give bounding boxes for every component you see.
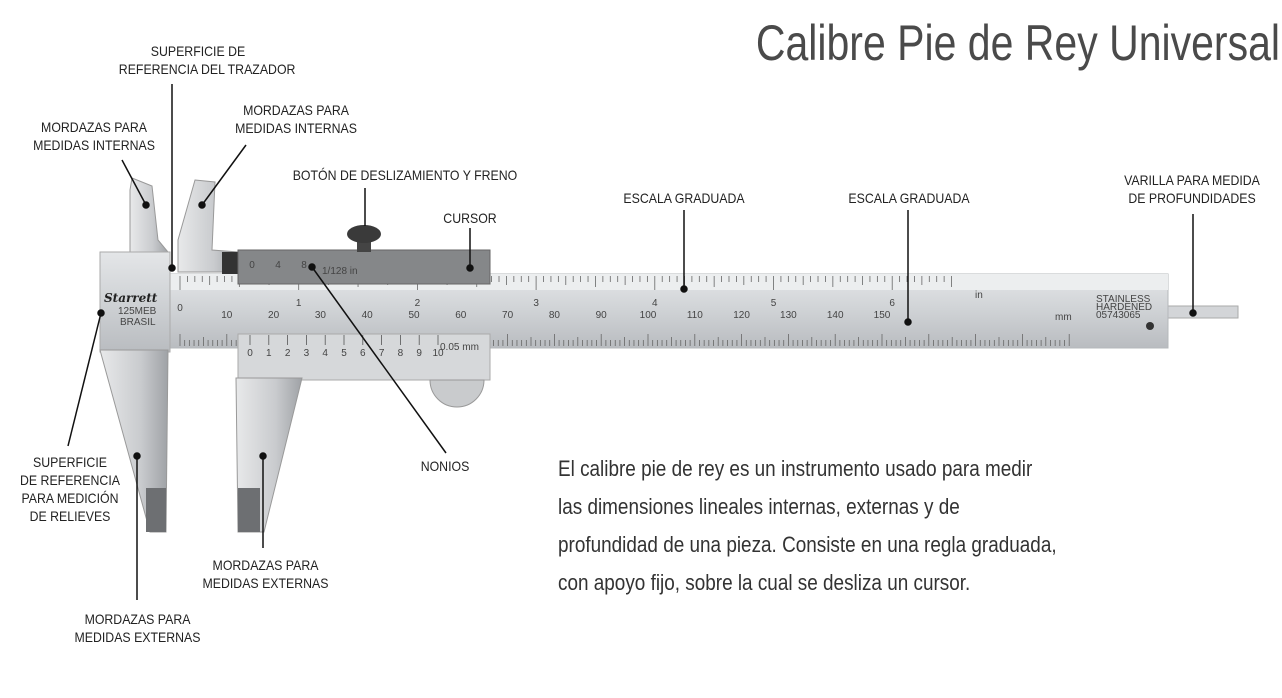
mm-scale-label: 0 (177, 303, 183, 314)
stamp-1: STAINLESS (1096, 294, 1151, 305)
mm-scale-label: 20 (268, 310, 280, 321)
inch-scale-label: 2 (415, 298, 421, 309)
label-line: MEDIDAS INTERNAS (235, 120, 357, 136)
mm-scale-label: 50 (408, 310, 420, 321)
mm-scale-label: 110 (687, 310, 703, 321)
label-reference-surface-scriber: SUPERFICIE DE REFERENCIA DEL TRAZADOR (118, 42, 296, 78)
vernier-mm-label: 5 (341, 348, 347, 359)
vernier-mm-label: 1 (266, 348, 272, 359)
inch-scale-label: 5 (771, 298, 777, 309)
label-internal-jaws-left: MORDAZAS PARA MEDIDAS INTERNAS (29, 118, 159, 154)
mm-scale-label: 80 (549, 310, 561, 321)
vernier-inch-note: 1/128 in (322, 266, 358, 277)
mm-scale-label: 120 (733, 310, 750, 321)
cursor[interactable] (237, 249, 491, 285)
vernier-mm-label: 8 (398, 348, 404, 359)
vernier-ticks (249, 335, 439, 345)
vernier-mm-label: 2 (285, 348, 291, 359)
mm-scale-label: 100 (640, 310, 657, 321)
label-line: MORDAZAS PARA (243, 102, 349, 118)
label-line: MORDAZAS PARA (212, 557, 319, 573)
label-line: MEDIDAS EXTERNAS (74, 629, 201, 645)
label-line: DE RELIEVES (29, 508, 111, 524)
label-line: PARA MEDICIÓN (21, 490, 119, 506)
label-line: DE PROFUNDIDADES (1128, 190, 1256, 206)
label-graduated-scale-1: ESCALA GRADUADA (623, 190, 745, 206)
inch-scale-label: 4 (652, 298, 658, 309)
mm-scale-label: 130 (780, 310, 797, 321)
inch-scale-label: 1 (296, 298, 302, 309)
model-text: 125MEB (118, 306, 157, 317)
label-depth-rod: VARILLA PARA MEDIDA DE PROFUNDIDADES (1113, 171, 1271, 207)
label-lock-button: BOTÓN DE DESLIZAMIENTO Y FRENO (292, 167, 518, 183)
vernier-mm-label: 4 (322, 348, 328, 359)
mm-scale-label: 90 (596, 310, 608, 321)
inch-unit: in (975, 290, 983, 301)
vernier-mm-label: 0 (247, 348, 253, 359)
label-line: SUPERFICIE DE (150, 43, 246, 59)
origin-text: BRASIL (120, 317, 156, 328)
mm-scale-label: 140 (827, 310, 844, 321)
vernier-inch-label: 8 (301, 260, 307, 271)
inch-scale-label: 3 (533, 298, 539, 309)
description-line: con apoyo fijo, sobre la cual se desliza… (558, 570, 971, 595)
page-title: Calibre Pie de Rey Universal (755, 15, 1280, 71)
stamp-3: 05743065 (1096, 310, 1141, 321)
screw-icon (1146, 322, 1154, 330)
depth-rod (1159, 305, 1239, 319)
fixed-head (99, 251, 171, 353)
label-graduated-scale-2: ESCALA GRADUADA (848, 190, 970, 206)
description-line: El calibre pie de rey es un instrumento … (558, 456, 1033, 481)
mm-scale-label: 70 (502, 310, 514, 321)
vernier-mm-label: 9 (416, 348, 422, 359)
stamp-2: HARDENED (1096, 302, 1152, 313)
mm-scale-label: 30 (315, 310, 327, 321)
brand-logo: Starrett (104, 291, 158, 305)
mm-scale-label: 40 (362, 310, 374, 321)
vernier-mm-label: 6 (360, 348, 366, 359)
vernier-inch-label: 0 (249, 260, 255, 271)
scale-ticks (179, 276, 1070, 346)
label-line: DE REFERENCIA (20, 472, 120, 488)
vernier-mm-label: 10 (432, 348, 444, 359)
mm-scale-label: 60 (455, 310, 467, 321)
mm-scale-label: 150 (874, 310, 891, 321)
mm-scale-label: 10 (221, 310, 233, 321)
label-internal-jaws-right: MORDAZAS PARA MEDIDAS INTERNAS (231, 101, 361, 137)
label-line: SUPERFICIE (33, 454, 107, 470)
label-line: REFERENCIA DEL TRAZADOR (118, 61, 296, 77)
description-line: las dimensiones lineales internas, exter… (558, 494, 960, 519)
inch-scale-label: 6 (889, 298, 895, 309)
label-external-jaws-center: MORDAZAS PARA MEDIDAS EXTERNAS (193, 556, 338, 592)
description-line: profundidad de una pieza. Consiste en un… (558, 532, 1057, 557)
label-reference-surface-steps: SUPERFICIE DE REFERENCIA PARA MEDICIÓN DE R… (13, 453, 127, 525)
description: El calibre pie de rey es un instrumento … (558, 450, 1212, 602)
mm-unit: mm (1055, 312, 1072, 323)
label-line: MORDAZAS PARA (41, 119, 147, 135)
leader-lines (67, 84, 1197, 600)
label-line: VARILLA PARA MEDIDA (1124, 172, 1260, 188)
label-line: MEDIDAS EXTERNAS (202, 575, 329, 591)
label-cursor: CURSOR (443, 210, 497, 226)
vernier-mm-label: 7 (379, 348, 385, 359)
label-line: MEDIDAS INTERNAS (33, 137, 155, 153)
vernier-mm-note: 0.05 mm (440, 342, 479, 353)
thumb-wheel[interactable] (429, 379, 485, 408)
lock-knob[interactable] (347, 225, 381, 243)
label-external-jaws-left: MORDAZAS PARA MEDIDAS EXTERNAS (65, 610, 210, 646)
label-line: MORDAZAS PARA (84, 611, 191, 627)
label-vernier: NONIOS (420, 458, 470, 474)
vernier-plate (237, 333, 491, 381)
vernier-mm-label: 3 (304, 348, 310, 359)
vernier-inch-label: 4 (275, 260, 281, 271)
